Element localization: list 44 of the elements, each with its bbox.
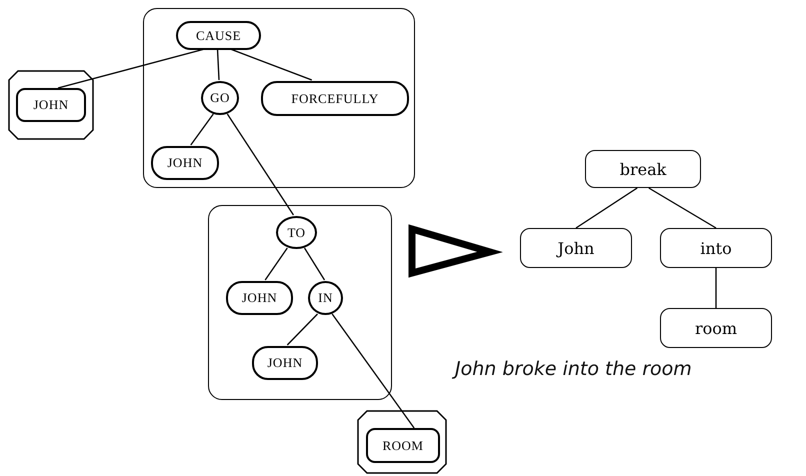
tree-branch-line [216,48,220,80]
concept-node [261,81,409,116]
concept-node [226,281,293,315]
node-label: CAUSE [196,28,242,44]
octagon-frame [8,70,94,140]
tree-branch-line [304,248,326,280]
tree-branch-line [286,314,318,346]
tree-branch-line [230,48,312,81]
concept-node [520,228,632,268]
node-label: break [620,160,666,178]
tree-branch-line [576,187,638,229]
node-label: JOHN [167,155,203,171]
node-label: TO [287,224,306,240]
node-label: JOHN [33,97,69,113]
node-label: ROOM [382,438,424,454]
concept-circle [308,281,343,315]
tree-branch-line [715,268,717,308]
tree-branch-line [190,114,214,146]
octagon-frame [357,410,447,474]
concept-node [660,308,772,348]
node-label: FORCEFULLY [291,90,379,106]
tree-branch-line [332,314,415,428]
node-label: into [700,238,732,258]
frame-box [208,205,392,400]
node-label: John [558,238,594,258]
concept-circle [201,81,239,115]
concept-node [366,428,440,463]
tree-branch-line [264,248,288,280]
concept-circle [276,216,317,249]
concept-node [176,21,261,50]
node-label: JOHN [242,290,278,306]
concept-node [151,146,219,180]
node-label: GO [210,90,230,106]
tree-branch-line [58,48,205,89]
frame-box [143,8,415,188]
concept-node [16,88,86,122]
concept-node [585,150,701,188]
tree-branch-line [226,114,294,216]
node-label: JOHN [267,355,303,371]
node-label: IN [318,290,333,306]
node-label: room [694,318,738,338]
tree-branch-line [648,187,716,229]
concept-node [660,228,772,268]
concept-node [252,346,318,380]
